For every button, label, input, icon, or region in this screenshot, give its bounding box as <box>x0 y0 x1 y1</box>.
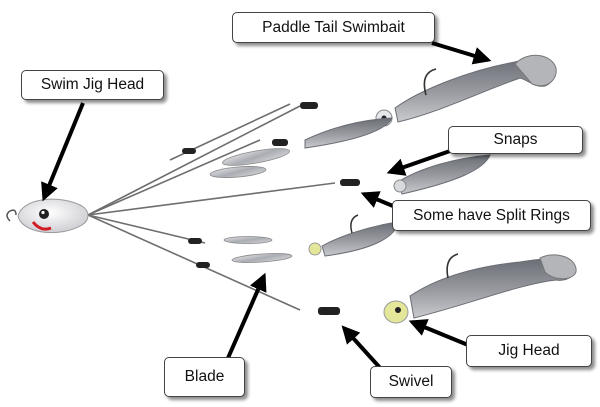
swimbait-lure-3 <box>393 154 491 195</box>
blades <box>209 148 293 263</box>
label-paddle-tail-swimbait: Paddle Tail Swimbait <box>232 12 435 43</box>
blade-4 <box>231 253 293 263</box>
swimbait-lure-2 <box>304 117 393 149</box>
blade-2 <box>209 166 267 178</box>
label-swivel: Swivel <box>370 366 452 398</box>
arrow-swivel <box>341 325 384 372</box>
label-blade: Blade <box>164 357 245 397</box>
arrow-snaps <box>386 149 451 176</box>
paddle-tail-swimbait-lure <box>375 54 557 127</box>
wire-5 <box>87 214 301 311</box>
wire-2 <box>87 139 261 216</box>
swimbait-lure-4 <box>308 214 399 257</box>
wire-3 <box>87 182 336 216</box>
label-snaps: Snaps <box>448 126 583 154</box>
jig-head-swimbait-lure <box>383 253 577 324</box>
arrow-jig-head <box>408 319 469 347</box>
arrow-split-rings <box>360 191 394 208</box>
label-jig-head: Jig Head <box>466 335 592 367</box>
wire-1 <box>87 105 301 216</box>
label-swim-jig-head: Swim Jig Head <box>21 70 164 100</box>
blade-3 <box>223 236 273 244</box>
blade-1 <box>222 148 290 166</box>
rig-wires <box>87 103 336 311</box>
wire-4 <box>87 214 206 244</box>
arrow-paddle-tail <box>431 41 492 65</box>
arrow-swim-jig-head <box>41 102 85 202</box>
swim-jig-head-lure <box>6 198 89 234</box>
arrow-blade <box>226 272 267 359</box>
label-split-rings: Some have Split Rings <box>392 200 591 231</box>
callout-arrows <box>41 41 492 372</box>
swivels <box>182 102 360 315</box>
